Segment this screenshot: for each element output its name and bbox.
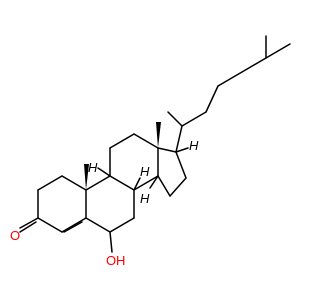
methyl-wedge <box>156 122 161 148</box>
bond <box>205 85 219 113</box>
bond <box>109 133 135 149</box>
stereo-hydrogen-label: H <box>140 164 150 179</box>
ketone-double-bond <box>19 221 37 233</box>
h-hash <box>97 167 111 177</box>
bond <box>241 57 267 73</box>
bond <box>85 217 111 233</box>
methyl-wedge <box>84 164 89 190</box>
bond <box>133 133 159 149</box>
molecule-diagram: O O H H H H H <box>10 35 291 268</box>
bond <box>217 71 243 87</box>
bond <box>37 175 63 191</box>
double-bond-inner <box>63 221 83 233</box>
bond <box>61 217 87 233</box>
h-hash <box>133 177 141 191</box>
stereo-hydrogen-label: H <box>88 160 98 175</box>
ketone-bond <box>19 217 39 229</box>
structure-canvas: O O H H H H H <box>10 35 291 268</box>
bond <box>37 217 63 233</box>
stereo-hydrogen-label: H <box>189 138 199 153</box>
bond <box>175 125 183 153</box>
bond <box>157 175 171 197</box>
stereo-hydrogen-label: H <box>140 191 150 206</box>
h-hash <box>175 147 189 153</box>
ketone-oxygen-label: O <box>10 228 20 243</box>
bond <box>85 175 111 191</box>
bond <box>109 217 135 233</box>
bond <box>265 43 291 59</box>
hydroxyl-oxygen-label: O <box>106 253 116 268</box>
h-hash <box>149 175 159 189</box>
hydroxyl-hydrogen-label: H <box>116 253 125 268</box>
bond <box>61 175 87 191</box>
bond <box>157 147 177 153</box>
bond <box>181 111 207 127</box>
hydroxyl-hash <box>109 231 113 253</box>
bond <box>133 175 159 191</box>
methyl-hash <box>167 111 183 127</box>
bond <box>169 177 187 197</box>
bond <box>109 175 135 191</box>
bond <box>175 151 187 179</box>
